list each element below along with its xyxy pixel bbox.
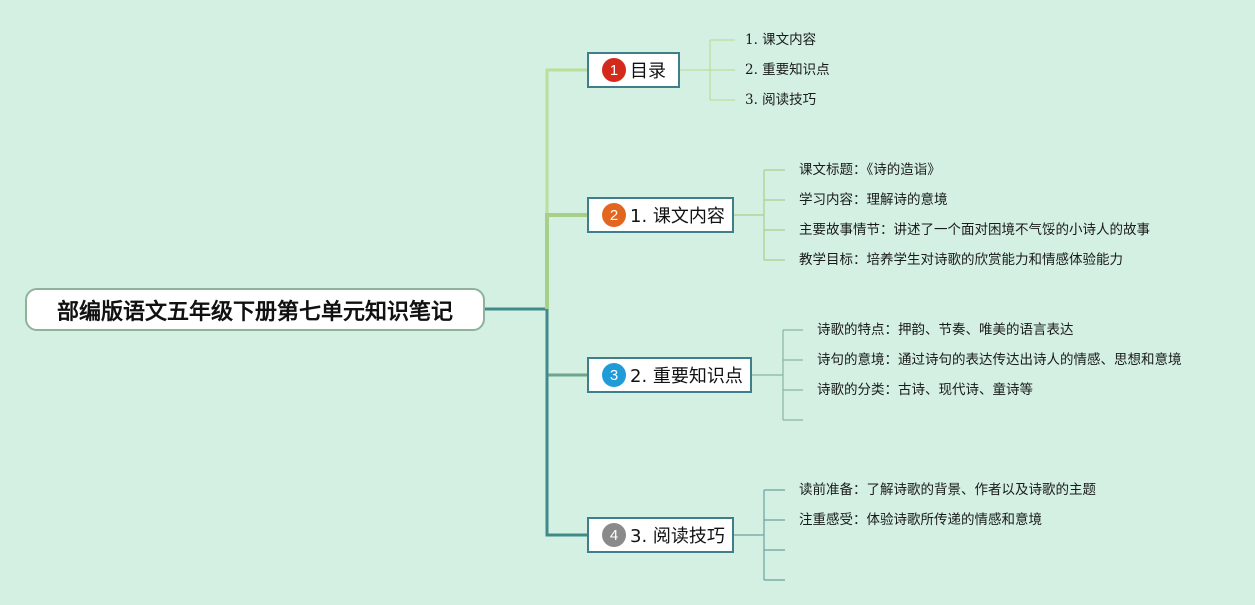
- number-badge-icon: 4: [602, 523, 626, 547]
- leaf-item[interactable]: 2. 重要知识点: [745, 62, 830, 78]
- branch-toc[interactable]: 1 目录: [587, 52, 680, 88]
- connector-branch-4: [545, 309, 587, 537]
- leaf-connectors-3: [752, 329, 803, 421]
- connector-branch-3: [545, 309, 587, 377]
- leaf-item[interactable]: 诗歌的特点：押韵、节奏、唯美的语言表达: [817, 322, 1074, 338]
- root-title: 部编版语文五年级下册第七单元知识笔记: [56, 299, 453, 325]
- branch-label: 1. 课文内容: [630, 206, 725, 227]
- number-badge-icon: 3: [602, 363, 626, 387]
- number-badge-icon: 2: [602, 203, 626, 227]
- branch-reading-skills[interactable]: 4 3. 阅读技巧: [587, 517, 734, 553]
- leaf-connectors-2: [734, 169, 785, 261]
- leaf-connectors-4: [734, 489, 785, 581]
- leaf-item[interactable]: 诗句的意境：通过诗句的表达传达出诗人的情感、思想和意境: [817, 352, 1182, 368]
- leaf-item[interactable]: 3. 阅读技巧: [745, 92, 817, 108]
- branch-lesson-content[interactable]: 2 1. 课文内容: [587, 197, 734, 233]
- leaf-item[interactable]: 读前准备：了解诗歌的背景、作者以及诗歌的主题: [799, 482, 1096, 498]
- root-topic[interactable]: 部编版语文五年级下册第七单元知识笔记: [25, 288, 485, 331]
- leaf-connectors-1: [680, 39, 735, 101]
- leaf-item[interactable]: 学习内容：理解诗的意境: [799, 192, 948, 208]
- leaf-item[interactable]: 主要故事情节：讲述了一个面对困境不气馁的小诗人的故事: [799, 222, 1150, 238]
- connector-branch-2: [545, 213, 587, 309]
- leaf-item[interactable]: 注重感受：体验诗歌所传递的情感和意境: [799, 512, 1042, 528]
- branch-label: 目录: [630, 61, 666, 82]
- branch-label: 3. 阅读技巧: [630, 526, 725, 547]
- leaf-item[interactable]: 1. 课文内容: [745, 32, 817, 48]
- branch-key-points[interactable]: 3 2. 重要知识点: [587, 357, 752, 393]
- connector-branch-1: [545, 68, 587, 309]
- leaf-item[interactable]: 诗歌的分类：古诗、现代诗、童诗等: [817, 382, 1033, 398]
- branch-label: 2. 重要知识点: [630, 366, 743, 387]
- leaf-item[interactable]: 课文标题：《诗的造诣》: [799, 162, 941, 178]
- leaf-item[interactable]: 教学目标：培养学生对诗歌的欣赏能力和情感体验能力: [799, 252, 1123, 268]
- number-badge-icon: 1: [602, 58, 626, 82]
